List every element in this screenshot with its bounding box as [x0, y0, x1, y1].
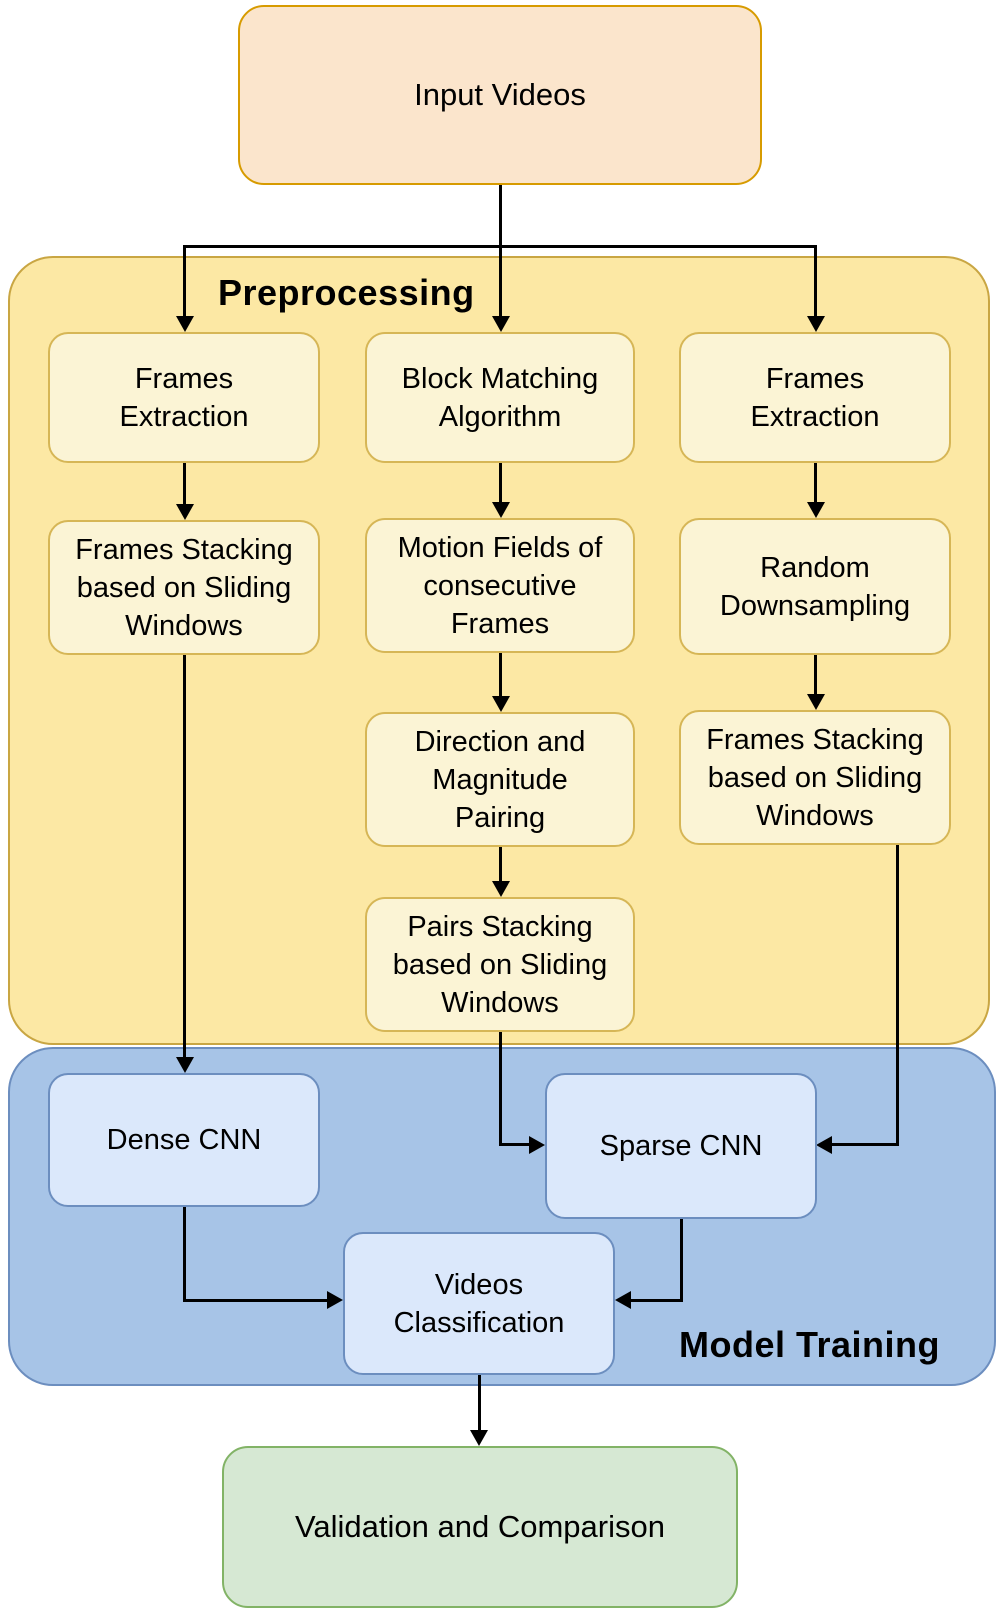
model-training-title: Model Training	[678, 1324, 940, 1365]
sparse-cnn-label: Sparse CNN	[599, 1130, 763, 1162]
edge-segment	[183, 655, 186, 1057]
arrowhead-icon	[807, 502, 825, 518]
videos-classification-label: Videos Classification	[393, 1268, 565, 1339]
edge-segment	[183, 247, 186, 317]
arrowhead-icon	[492, 316, 510, 332]
edge-segment	[631, 1299, 683, 1302]
arrowhead-icon	[492, 881, 510, 897]
random-downsampling-label: Random Downsampling	[719, 551, 911, 622]
node-dense-cnn: Dense CNN	[48, 1073, 320, 1207]
edge-segment	[499, 1143, 530, 1146]
arrowhead-icon	[492, 696, 510, 712]
validation-label: Validation and Comparison	[295, 1509, 665, 1544]
edge-segment	[680, 1219, 683, 1302]
edge-segment	[499, 1032, 502, 1146]
node-frames-stacking-right: Frames Stacking based on Sliding Windows	[679, 710, 951, 845]
direction-magnitude-label: Direction and Magnitude Pairing	[414, 725, 586, 834]
edge-segment	[499, 463, 502, 502]
block-matching-label: Block Matching Algorithm	[401, 362, 599, 433]
edge-segment	[183, 1207, 186, 1302]
edge-segment	[499, 246, 502, 317]
edge-segment	[814, 247, 817, 317]
preprocessing-title: Preprocessing	[218, 272, 475, 313]
edge-segment	[478, 1375, 481, 1431]
node-pairs-stacking: Pairs Stacking based on Sliding Windows	[365, 897, 635, 1032]
node-motion-fields: Motion Fields of consecutive Frames	[365, 518, 635, 653]
edge-segment	[184, 1299, 328, 1302]
frames-extraction-right-label: Frames Extraction	[750, 362, 880, 433]
pairs-stacking-label: Pairs Stacking based on Sliding Windows	[392, 910, 608, 1019]
node-validation-comparison: Validation and Comparison	[222, 1446, 738, 1608]
node-sparse-cnn: Sparse CNN	[545, 1073, 817, 1219]
arrowhead-icon	[807, 694, 825, 710]
frames-stacking-left-label: Frames Stacking based on Sliding Windows	[75, 533, 293, 642]
arrowhead-icon	[176, 1057, 194, 1073]
arrowhead-icon	[807, 316, 825, 332]
edge-segment	[499, 185, 502, 246]
edge-segment	[499, 653, 502, 696]
arrowhead-icon	[176, 504, 194, 520]
arrowhead-icon	[492, 502, 510, 518]
dense-cnn-label: Dense CNN	[106, 1124, 262, 1156]
edge-segment	[499, 847, 502, 881]
edge-segment	[814, 463, 817, 502]
edge-segment	[814, 655, 817, 694]
arrowhead-icon	[327, 1291, 343, 1309]
motion-fields-label: Motion Fields of consecutive Frames	[397, 531, 603, 640]
arrowhead-icon	[529, 1136, 545, 1154]
node-frames-stacking-left: Frames Stacking based on Sliding Windows	[48, 520, 320, 655]
edge-segment	[896, 845, 899, 1146]
input-videos-label: Input Videos	[414, 77, 586, 112]
node-frames-extraction-right: Frames Extraction	[679, 332, 951, 463]
node-random-downsampling: Random Downsampling	[679, 518, 951, 655]
arrowhead-icon	[816, 1136, 832, 1154]
frames-stacking-right-label: Frames Stacking based on Sliding Windows	[706, 723, 924, 832]
node-direction-magnitude-pairing: Direction and Magnitude Pairing	[365, 712, 635, 847]
node-input-videos: Input Videos	[238, 5, 762, 185]
arrowhead-icon	[470, 1430, 488, 1446]
node-frames-extraction-left: Frames Extraction	[48, 332, 320, 463]
edge-segment	[183, 463, 186, 504]
edge-segment	[832, 1143, 899, 1146]
arrowhead-icon	[176, 316, 194, 332]
node-videos-classification: Videos Classification	[343, 1232, 615, 1375]
frames-extraction-left-label: Frames Extraction	[119, 362, 249, 433]
arrowhead-icon	[615, 1291, 631, 1309]
node-block-matching-algorithm: Block Matching Algorithm	[365, 332, 635, 463]
